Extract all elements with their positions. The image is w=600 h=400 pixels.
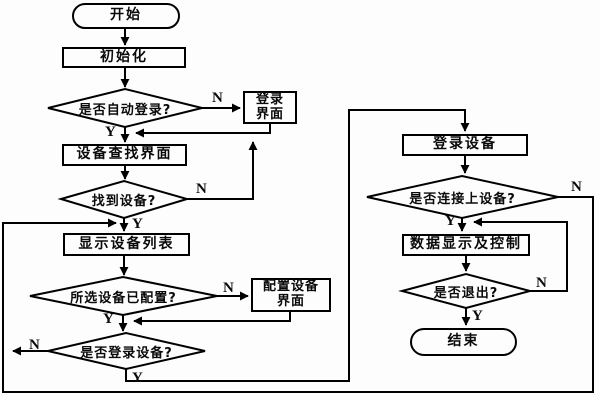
diamond-device-connected bbox=[366, 174, 559, 220]
node-login-device-label: 登录设备 bbox=[433, 136, 497, 153]
decision-diamonds bbox=[29, 87, 559, 371]
branch-no-auto-login: N bbox=[212, 90, 223, 106]
node-data-control-label: 数据显示及控制 bbox=[410, 236, 522, 253]
node-end-label: 结束 bbox=[447, 333, 480, 350]
node-device-connected-label: 是否连接上设备? bbox=[409, 191, 516, 207]
diamond-login-device-q bbox=[47, 331, 206, 371]
diamond-device-found bbox=[57, 179, 191, 220]
branch-yes-connected: Y bbox=[445, 213, 456, 229]
node-login-device: 登录设备 bbox=[402, 134, 528, 156]
node-config-ui-line1: 配置设备 bbox=[262, 279, 319, 295]
node-login-ui-line1: 登录 bbox=[255, 91, 284, 107]
connector-lines bbox=[2, 28, 594, 393]
node-end: 结束 bbox=[410, 328, 517, 356]
node-login-device-q-label: 是否登录设备? bbox=[80, 345, 173, 361]
node-device-found-label: 找到设备? bbox=[91, 193, 157, 209]
edge-exitq-retry bbox=[473, 217, 568, 292]
node-exit-q-label: 是否退出? bbox=[433, 285, 499, 301]
node-device-list-label: 显示设备列表 bbox=[78, 235, 175, 252]
branch-yes-configured: Y bbox=[103, 311, 114, 327]
node-config-ui-line2: 界面 bbox=[276, 294, 305, 309]
node-device-search-label: 设备查找界面 bbox=[76, 146, 173, 163]
edge-logindeviceq-logindevice bbox=[125, 109, 470, 382]
branch-no-exit: N bbox=[536, 275, 547, 291]
node-login-ui-line2: 界面 bbox=[255, 106, 284, 122]
node-login-ui: 登录 界面 bbox=[243, 91, 297, 124]
node-init: 初始化 bbox=[62, 47, 186, 68]
node-device-list: 显示设备列表 bbox=[63, 233, 190, 256]
node-init-label: 初始化 bbox=[100, 48, 148, 65]
node-start-label: 开始 bbox=[110, 7, 142, 24]
diamond-auto-login bbox=[47, 87, 203, 129]
edge-configui-return bbox=[133, 312, 291, 326]
edge-loginui-return bbox=[135, 124, 271, 138]
node-device-search: 设备查找界面 bbox=[62, 144, 187, 166]
diamond-device-configured bbox=[29, 275, 218, 317]
edge-left-rail bbox=[2, 196, 594, 393]
edge-devicefound-retry bbox=[187, 141, 258, 200]
node-data-control: 数据显示及控制 bbox=[402, 234, 530, 256]
branch-yes-device-found: Y bbox=[132, 216, 143, 232]
branch-no-configured: N bbox=[223, 280, 234, 296]
branch-yes-exit: Y bbox=[472, 308, 483, 324]
branch-no-device-found: N bbox=[196, 181, 207, 197]
branch-no-connected: N bbox=[571, 179, 582, 195]
branch-yes-auto-login: Y bbox=[105, 124, 116, 140]
node-device-configured-label: 所选设备已配置? bbox=[70, 290, 177, 306]
branch-no-login-device: N bbox=[29, 337, 40, 353]
diamond-exit-q bbox=[398, 272, 534, 310]
node-start: 开始 bbox=[72, 3, 180, 29]
node-auto-login-label: 是否自动登录? bbox=[78, 102, 172, 118]
node-config-ui: 配置设备 界面 bbox=[251, 278, 331, 312]
branch-yes-login-device: Y bbox=[132, 370, 143, 386]
